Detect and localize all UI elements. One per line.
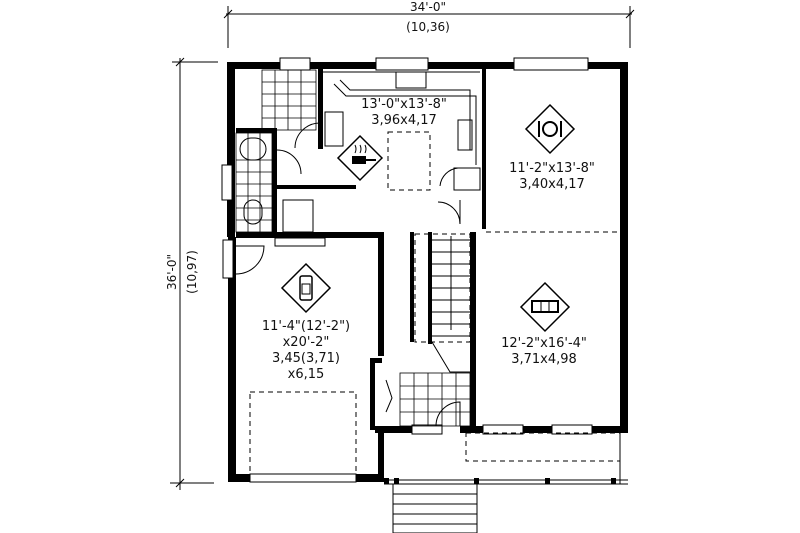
dashed-outlines <box>249 131 621 475</box>
depth-dimension: 36'-0" (10,97) <box>165 57 218 490</box>
kitchen-counters <box>323 71 481 191</box>
depth-imperial: 36'-0" <box>165 254 179 290</box>
cooking-pot-icon <box>336 134 384 182</box>
kitchen-size-metric: 3,96x4,17 <box>371 113 437 128</box>
front-porch <box>384 433 628 485</box>
depth-metric: (10,97) <box>185 250 199 294</box>
width-metric: (10,36) <box>406 20 450 34</box>
car-icon <box>280 262 332 314</box>
staircase <box>414 233 471 373</box>
garage-size-line-1: 11'-4"(12'-2") <box>262 319 350 334</box>
plate-cutlery-icon <box>524 103 576 155</box>
sofa-icon <box>519 281 571 333</box>
interior-walls <box>236 69 486 430</box>
living-size-imperial: 12'-2"x16'-4" <box>501 336 587 351</box>
doors <box>235 122 461 427</box>
front-steps <box>392 483 478 533</box>
garage-size-line-3: 3,45(3,71) <box>272 351 340 366</box>
width-dimension: 34'-0" (10,36) <box>223 0 635 48</box>
dining-size-metric: 3,40x4,17 <box>519 177 585 192</box>
windows <box>221 57 593 483</box>
garage-size-line-4: x6,15 <box>288 367 325 382</box>
width-imperial: 34'-0" <box>410 0 446 14</box>
dining-size-imperial: 11'-2"x13'-8" <box>509 161 595 176</box>
living-size-metric: 3,71x4,98 <box>511 352 577 367</box>
garage-size-line-2: x20'-2" <box>283 335 330 350</box>
tile-floor <box>235 69 471 427</box>
kitchen-size-imperial: 13'-0"x13'-8" <box>361 97 447 112</box>
